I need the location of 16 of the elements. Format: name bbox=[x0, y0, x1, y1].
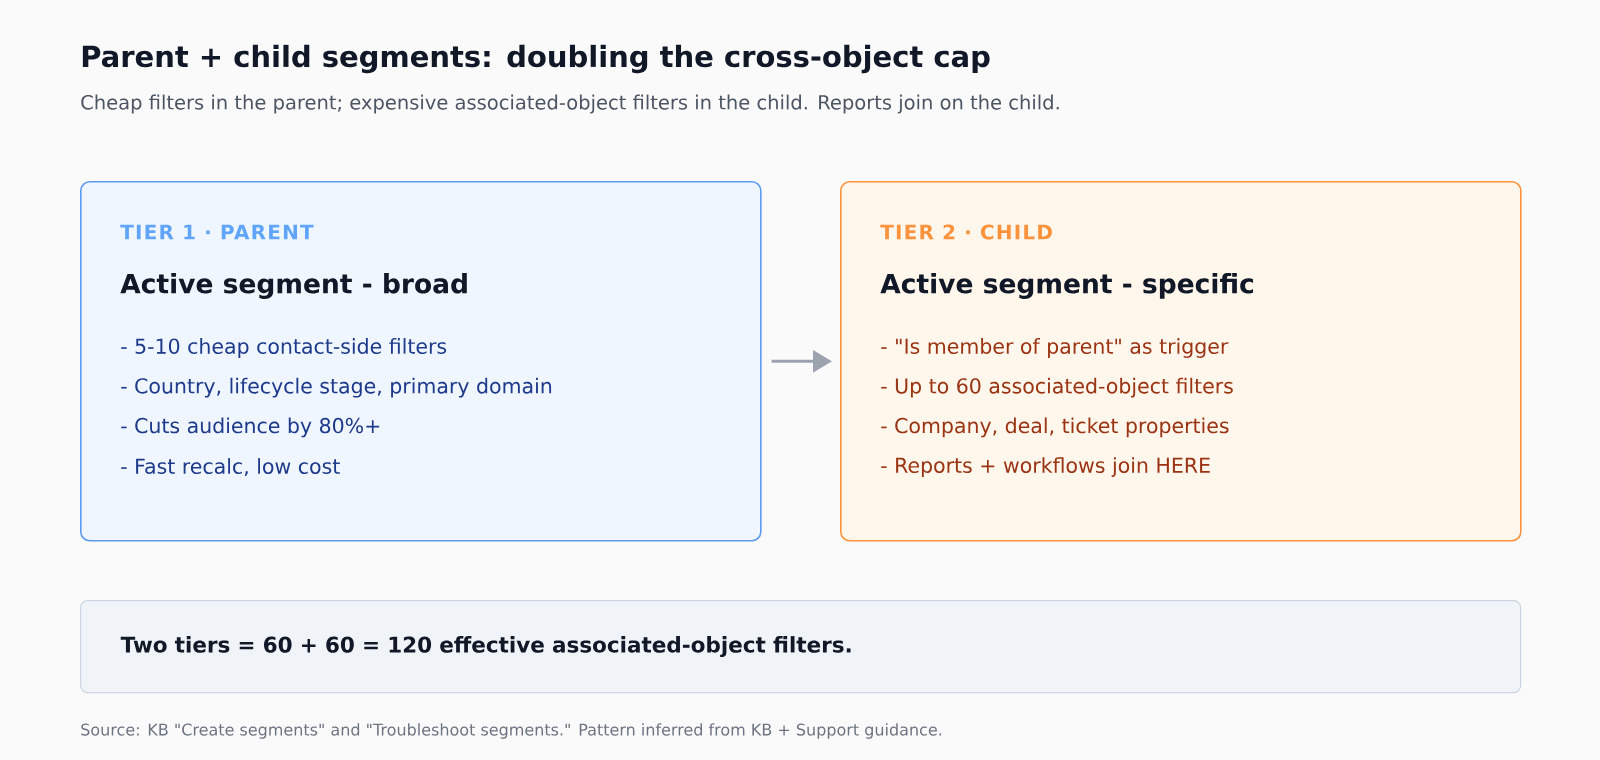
tier-label: TIER 2 · CHILD bbox=[880, 224, 1052, 240]
summary-box: Two tiers = 60 + 60 = 120 effective associated-object filters. bbox=[80, 600, 1522, 694]
card-heading: Active segment - broad bbox=[120, 273, 467, 299]
source-note: Source: KB "Create segments" and "Troubleshoot segments." Pattern inferred from KB + Support guidance. bbox=[81, 723, 942, 739]
bullet-item: - Up to 60 associated-object filters bbox=[881, 377, 1233, 398]
tier-label: TIER 1 · PARENT bbox=[120, 224, 314, 240]
bullet-item: - Cuts audience by 80%+ bbox=[121, 417, 380, 438]
bullet-item: - Reports + workflows join HERE bbox=[881, 457, 1210, 477]
title: Parent + child segments: doubling the cross-object cap bbox=[82, 44, 990, 74]
bullet-item: - "Is member of parent" as trigger bbox=[881, 338, 1229, 358]
subtitle: Cheap filters in the parent; expensive associated-object filters in the child. Reports join on the child. bbox=[81, 94, 1059, 114]
bullet-item: - 5-10 cheap contact-side filters bbox=[121, 338, 447, 358]
bullet-item: - Fast recalc, low cost bbox=[121, 458, 340, 477]
bullet-item: - Country, lifecycle stage, primary domain bbox=[121, 377, 552, 398]
bullet-item: - Company, deal, ticket properties bbox=[881, 417, 1229, 438]
card-heading: Active segment - specific bbox=[880, 273, 1253, 299]
